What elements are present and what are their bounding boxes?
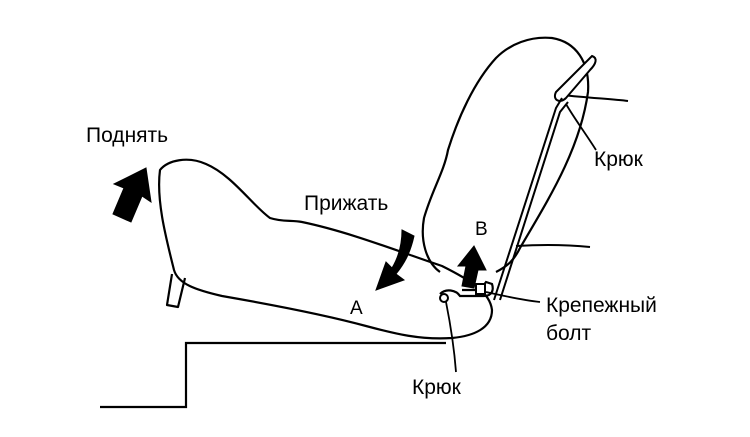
leader-hook-bottom [445, 301, 457, 373]
label-hook-bottom: Крюк [412, 376, 462, 399]
arrow-down-curved-icon [375, 229, 415, 291]
body-line-middle [515, 243, 591, 248]
label-bolt-line1: Крепежный [546, 294, 657, 317]
label-lift: Поднять [86, 124, 168, 147]
floor-outline [100, 341, 446, 409]
lower-bracket [439, 280, 494, 298]
upper-hook [554, 54, 597, 102]
seat-back [421, 36, 590, 273]
leader-hook-top [565, 103, 597, 151]
label-hook-top: Крюк [594, 148, 644, 171]
label-point-a: A [350, 298, 363, 319]
label-point-b: B [475, 219, 488, 240]
hook-strap [493, 97, 569, 301]
mounting-bolt [475, 283, 486, 295]
b-arrow-icon [456, 245, 487, 289]
seat-leg [165, 273, 187, 309]
lower-hook-ring [439, 293, 449, 303]
leader-bolt [485, 291, 541, 303]
body-line-top [561, 94, 629, 102]
label-bolt-line2: болт [546, 322, 591, 345]
seat-cushion [158, 158, 494, 340]
label-press: Прижать [304, 192, 388, 215]
arrow-up-icon [112, 167, 152, 223]
